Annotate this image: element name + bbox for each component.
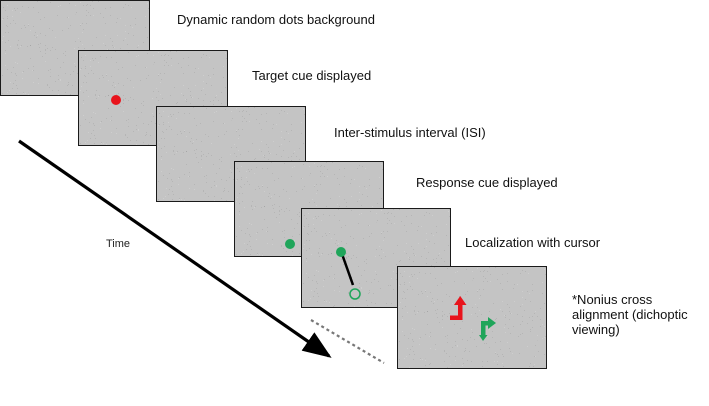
step-label-background: Dynamic random dots background [177, 12, 375, 27]
step-label-localization: Localization with cursor [465, 235, 601, 250]
frame-background [0, 0, 150, 96]
nonius-cross-icon [450, 296, 496, 341]
cursor-localization-icon [336, 247, 361, 300]
dotted-continuation [310, 319, 385, 364]
step-label-isi: Inter-stimulus interval (ISI) [334, 125, 486, 140]
time-axis-label: Time [106, 238, 131, 250]
step-label-target-cue: Target cue displayed [252, 68, 372, 83]
nonius-red-mark [450, 296, 467, 320]
frame-nonius [397, 266, 547, 369]
nonius-green-mark [479, 317, 496, 341]
random-dots-texture [398, 267, 546, 368]
red-dot-icon [111, 95, 121, 105]
step-label-nonius: *Nonius cross alignment (dichoptic viewi… [572, 292, 688, 337]
step-label-response-cue: Response cue displayed [416, 175, 558, 190]
